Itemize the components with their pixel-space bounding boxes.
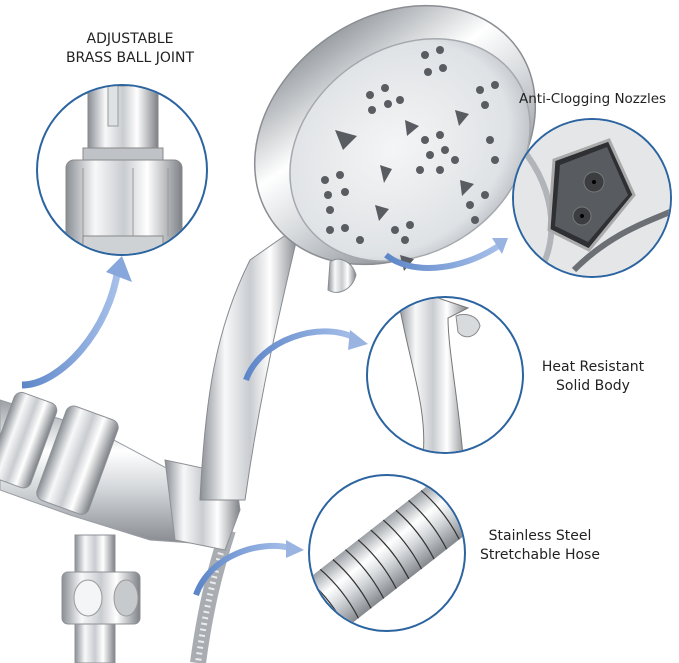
hose-label: Stainless Steel Stretchable Hose <box>470 527 610 565</box>
callout-arrows <box>21 238 508 597</box>
ball-joint-detail-circle <box>36 84 208 256</box>
hose-label-line-1: Stainless Steel <box>488 528 592 544</box>
body-label-line-1: Heat Resistant <box>541 359 645 375</box>
nozzle-detail-circle <box>512 118 672 278</box>
nozzles-label: Anti-Clogging Nozzles <box>519 90 679 108</box>
body-label: Heat Resistant Solid Body <box>528 358 658 396</box>
body-detail-circle <box>366 296 524 454</box>
handle <box>199 223 301 501</box>
body-label-line-2: Solid Body <box>556 377 630 394</box>
stainless-hose-image <box>310 476 464 630</box>
ball-joint-label-line-1: ADJUSTABLE <box>86 31 174 47</box>
nozzles-label-line-1: Anti-Clogging Nozzles <box>519 91 667 107</box>
anti-clogging-nozzle-image <box>514 120 670 276</box>
hose-detail-circle <box>308 474 466 632</box>
spray-nozzles <box>321 46 499 271</box>
solid-body-image <box>397 298 481 452</box>
ball-joint-image <box>65 86 183 254</box>
ball-joint-label-line-2: BRASS BALL JOINT <box>65 49 195 66</box>
hose-label-line-2: Stretchable Hose <box>480 546 600 563</box>
ball-joint-label: ADJUSTABLE BRASS BALL JOINT <box>40 30 220 68</box>
